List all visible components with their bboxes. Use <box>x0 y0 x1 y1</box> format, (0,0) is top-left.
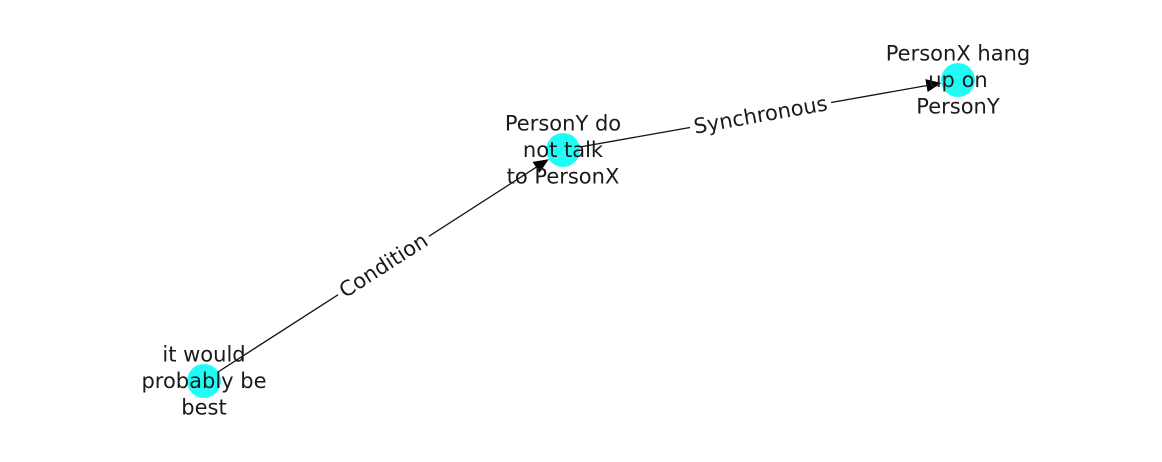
node-n1 <box>187 364 221 398</box>
edge-label-condition: Condition <box>330 225 437 306</box>
edge-label-text: Condition <box>335 228 432 302</box>
node-n3 <box>941 63 975 97</box>
nodes-layer <box>187 63 975 398</box>
node-label-line: it would <box>162 343 245 367</box>
node-label-line: not talk <box>523 138 604 162</box>
node-label-line: PersonY <box>916 95 1000 119</box>
node-label-line: up on <box>928 68 987 92</box>
node-label-line: best <box>181 396 226 420</box>
edge-arrowhead-synchronous <box>925 79 942 92</box>
node-label-line: probably be <box>141 369 266 393</box>
edge-label-background <box>687 89 834 141</box>
edge-label-text: Synchronous <box>692 91 829 138</box>
node-n2 <box>546 133 580 167</box>
edge-label-background <box>330 225 437 306</box>
node-label-line: PersonX hang <box>886 42 1030 66</box>
edge-label-synchronous: Synchronous <box>687 89 834 141</box>
node-label-line: to PersonX <box>507 165 620 189</box>
edge-arrowhead-condition <box>532 159 549 173</box>
node-label-line: PersonY do <box>505 112 621 136</box>
